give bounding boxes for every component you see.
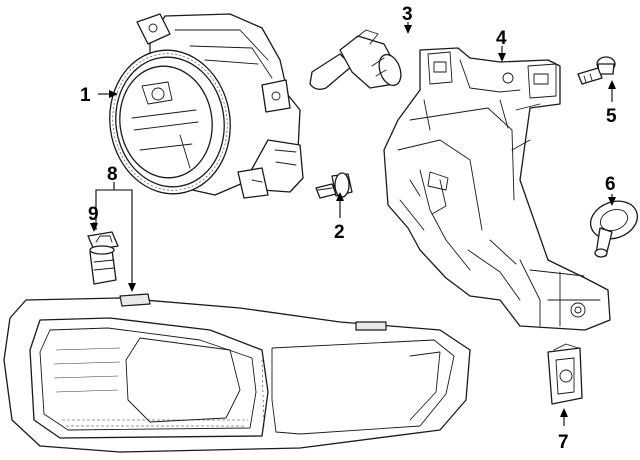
arrowhead-7	[560, 408, 568, 417]
fog-lamp-assembly	[109, 13, 304, 199]
arrowhead-5	[608, 80, 616, 89]
callout-2: 2	[334, 222, 345, 243]
callout-9: 9	[88, 204, 99, 225]
arrowhead-2	[336, 192, 344, 201]
callout-4: 4	[496, 28, 507, 49]
bolt-part-5	[577, 56, 616, 85]
fog-lamp-bezel	[3, 293, 471, 453]
arrowhead-1	[109, 90, 118, 98]
callout-3: 3	[402, 4, 413, 25]
clip-part-6	[589, 200, 639, 258]
arrowhead-3	[404, 25, 412, 34]
callout-7: 7	[558, 432, 569, 453]
retainer-part-7	[547, 343, 583, 405]
callout-5: 5	[606, 106, 617, 127]
callout-labels: 1 2 3 4 5 6 7 8 9	[80, 4, 617, 453]
arrowhead-4	[498, 53, 506, 62]
socket-part-9	[87, 231, 119, 285]
arrowhead-9	[90, 223, 98, 232]
leader-lines	[90, 22, 616, 426]
callout-1: 1	[80, 85, 91, 106]
bulb-part-3	[309, 29, 402, 90]
callout-6: 6	[605, 174, 616, 195]
mounting-bracket-part-4	[383, 47, 611, 331]
screw-part-2	[315, 172, 353, 199]
callout-8: 8	[107, 164, 118, 185]
arrowhead-6	[608, 197, 616, 206]
arrowhead-8	[128, 283, 136, 292]
